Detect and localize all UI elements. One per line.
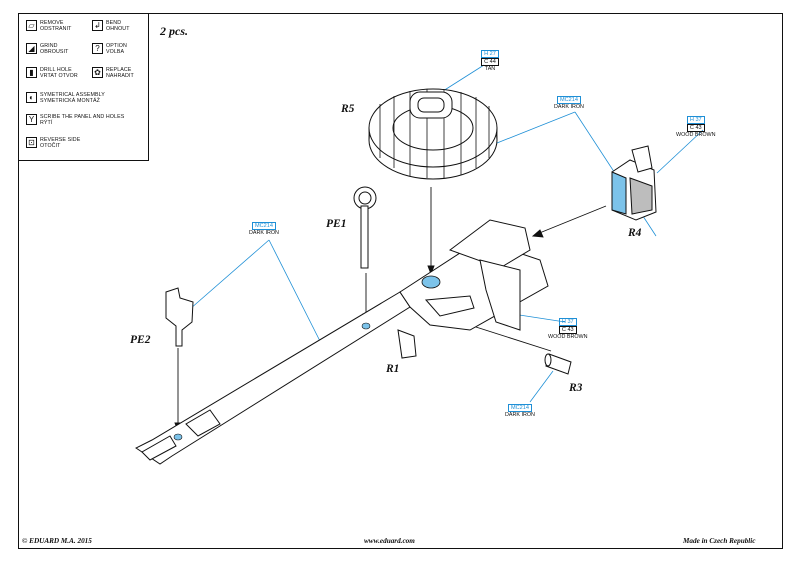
paint-dot-barrel	[361, 322, 371, 330]
part-label-pe2: PE2	[130, 334, 151, 346]
drill-hole-icon: ▮	[26, 67, 37, 78]
part-label-pe1: PE1	[326, 218, 347, 230]
remove-icon: ▱	[26, 20, 37, 31]
r3-pin	[544, 353, 572, 375]
quantity-label: 2 pcs.	[160, 24, 188, 38]
paint-callout-r3: MC214 DARK IRON	[505, 404, 535, 419]
sheet-frame	[18, 13, 783, 549]
paint-dot-drum-mount	[421, 275, 441, 289]
footer-website: www.eduard.com	[364, 537, 415, 545]
grind-icon: ◢	[26, 43, 37, 54]
bend-icon: ↲	[92, 20, 103, 31]
part-label-r3: R3	[569, 382, 583, 394]
scribe-icon: Y	[26, 114, 37, 125]
paint-callout-r4: H 37 C 43 WOOD BROWN	[676, 116, 716, 139]
r4-grip	[611, 145, 657, 221]
paint-dot-muzzle	[173, 433, 183, 441]
part-label-r4: R4	[628, 227, 642, 239]
pe1-sight	[353, 186, 377, 269]
paint-callout-left-mc: MC214 DARK IRON	[249, 222, 279, 237]
part-label-r5: R5	[341, 103, 355, 115]
r5-drum-magazine	[368, 88, 498, 180]
reverse-side-icon: ⊡	[26, 137, 37, 148]
r1-gun	[135, 219, 549, 465]
part-label-r1: R1	[386, 363, 400, 375]
paint-callout-r5: H 27 C 44 TAN	[481, 50, 499, 72]
paint-callout-top-mc: MC214 DARK IRON	[554, 96, 584, 111]
symetrical-assembly-icon: ◐	[26, 92, 37, 103]
footer-origin: Made in Czech Republic	[683, 537, 756, 545]
option-icon: ?	[92, 43, 103, 54]
paint-callout-grip: H 37 C 43 WOOD BROWN	[548, 318, 588, 341]
footer-copyright: © EDUARD M.A. 2015	[22, 537, 92, 545]
replace-icon: ✿	[92, 67, 103, 78]
pe2-plate	[165, 287, 194, 347]
